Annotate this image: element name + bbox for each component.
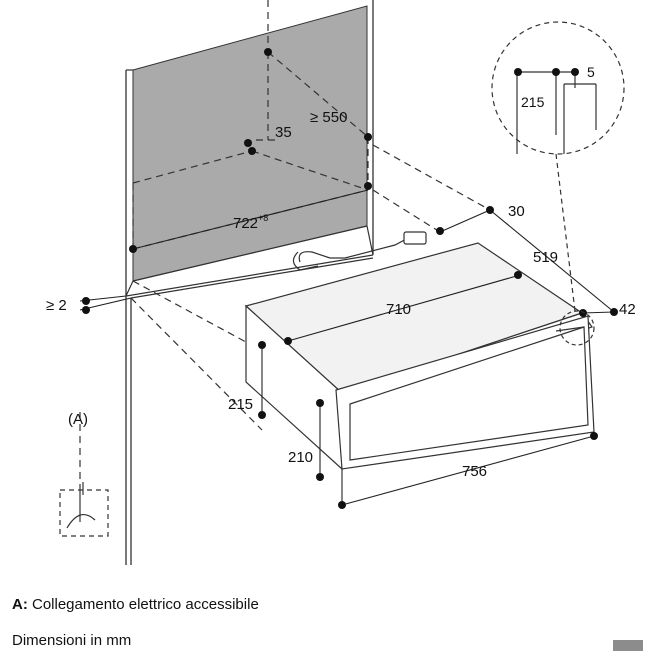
dim-width-710: 710: [386, 301, 411, 318]
dim-gap-min: ≥ 2: [46, 297, 67, 314]
power-cable: [292, 231, 427, 271]
dim-height-210: 210: [288, 449, 313, 466]
legend-units: Dimensioni in mm: [12, 632, 132, 649]
installation-diagram: (A): [46, 0, 636, 565]
dim-width-niche-value: 722: [233, 215, 258, 232]
dimension-dots: [82, 48, 618, 509]
dim-width-niche: 722+8: [233, 213, 268, 232]
drawer-body: [244, 242, 595, 471]
niche-frame: [125, 69, 374, 299]
dim-side-42: 42: [619, 301, 636, 318]
legend-a-key: A:: [12, 596, 28, 613]
detail-dim-5: 5: [587, 64, 595, 80]
dim-width-756: 756: [462, 463, 487, 480]
cabinet-wall: [125, 0, 374, 565]
dim-depth-519: 519: [533, 249, 558, 266]
dimension-lines: [79, 189, 615, 506]
legend-connection: A: Collegamento elettrico accessibile: [12, 596, 259, 613]
detail-dim-215: 215: [521, 94, 545, 110]
connection-marker: (A): [68, 411, 88, 428]
legend-a-text: Collegamento elettrico accessibile: [32, 596, 259, 613]
connection-box: [59, 482, 109, 537]
dim-height-215: 215: [228, 396, 253, 413]
detail-dots: [514, 68, 579, 76]
dim-offset-35: 35: [275, 124, 292, 141]
dim-depth-min: ≥ 550: [310, 109, 347, 126]
corner-block: [613, 640, 643, 651]
dim-30: 30: [508, 203, 525, 220]
dim-width-niche-tolerance: +8: [258, 213, 268, 223]
